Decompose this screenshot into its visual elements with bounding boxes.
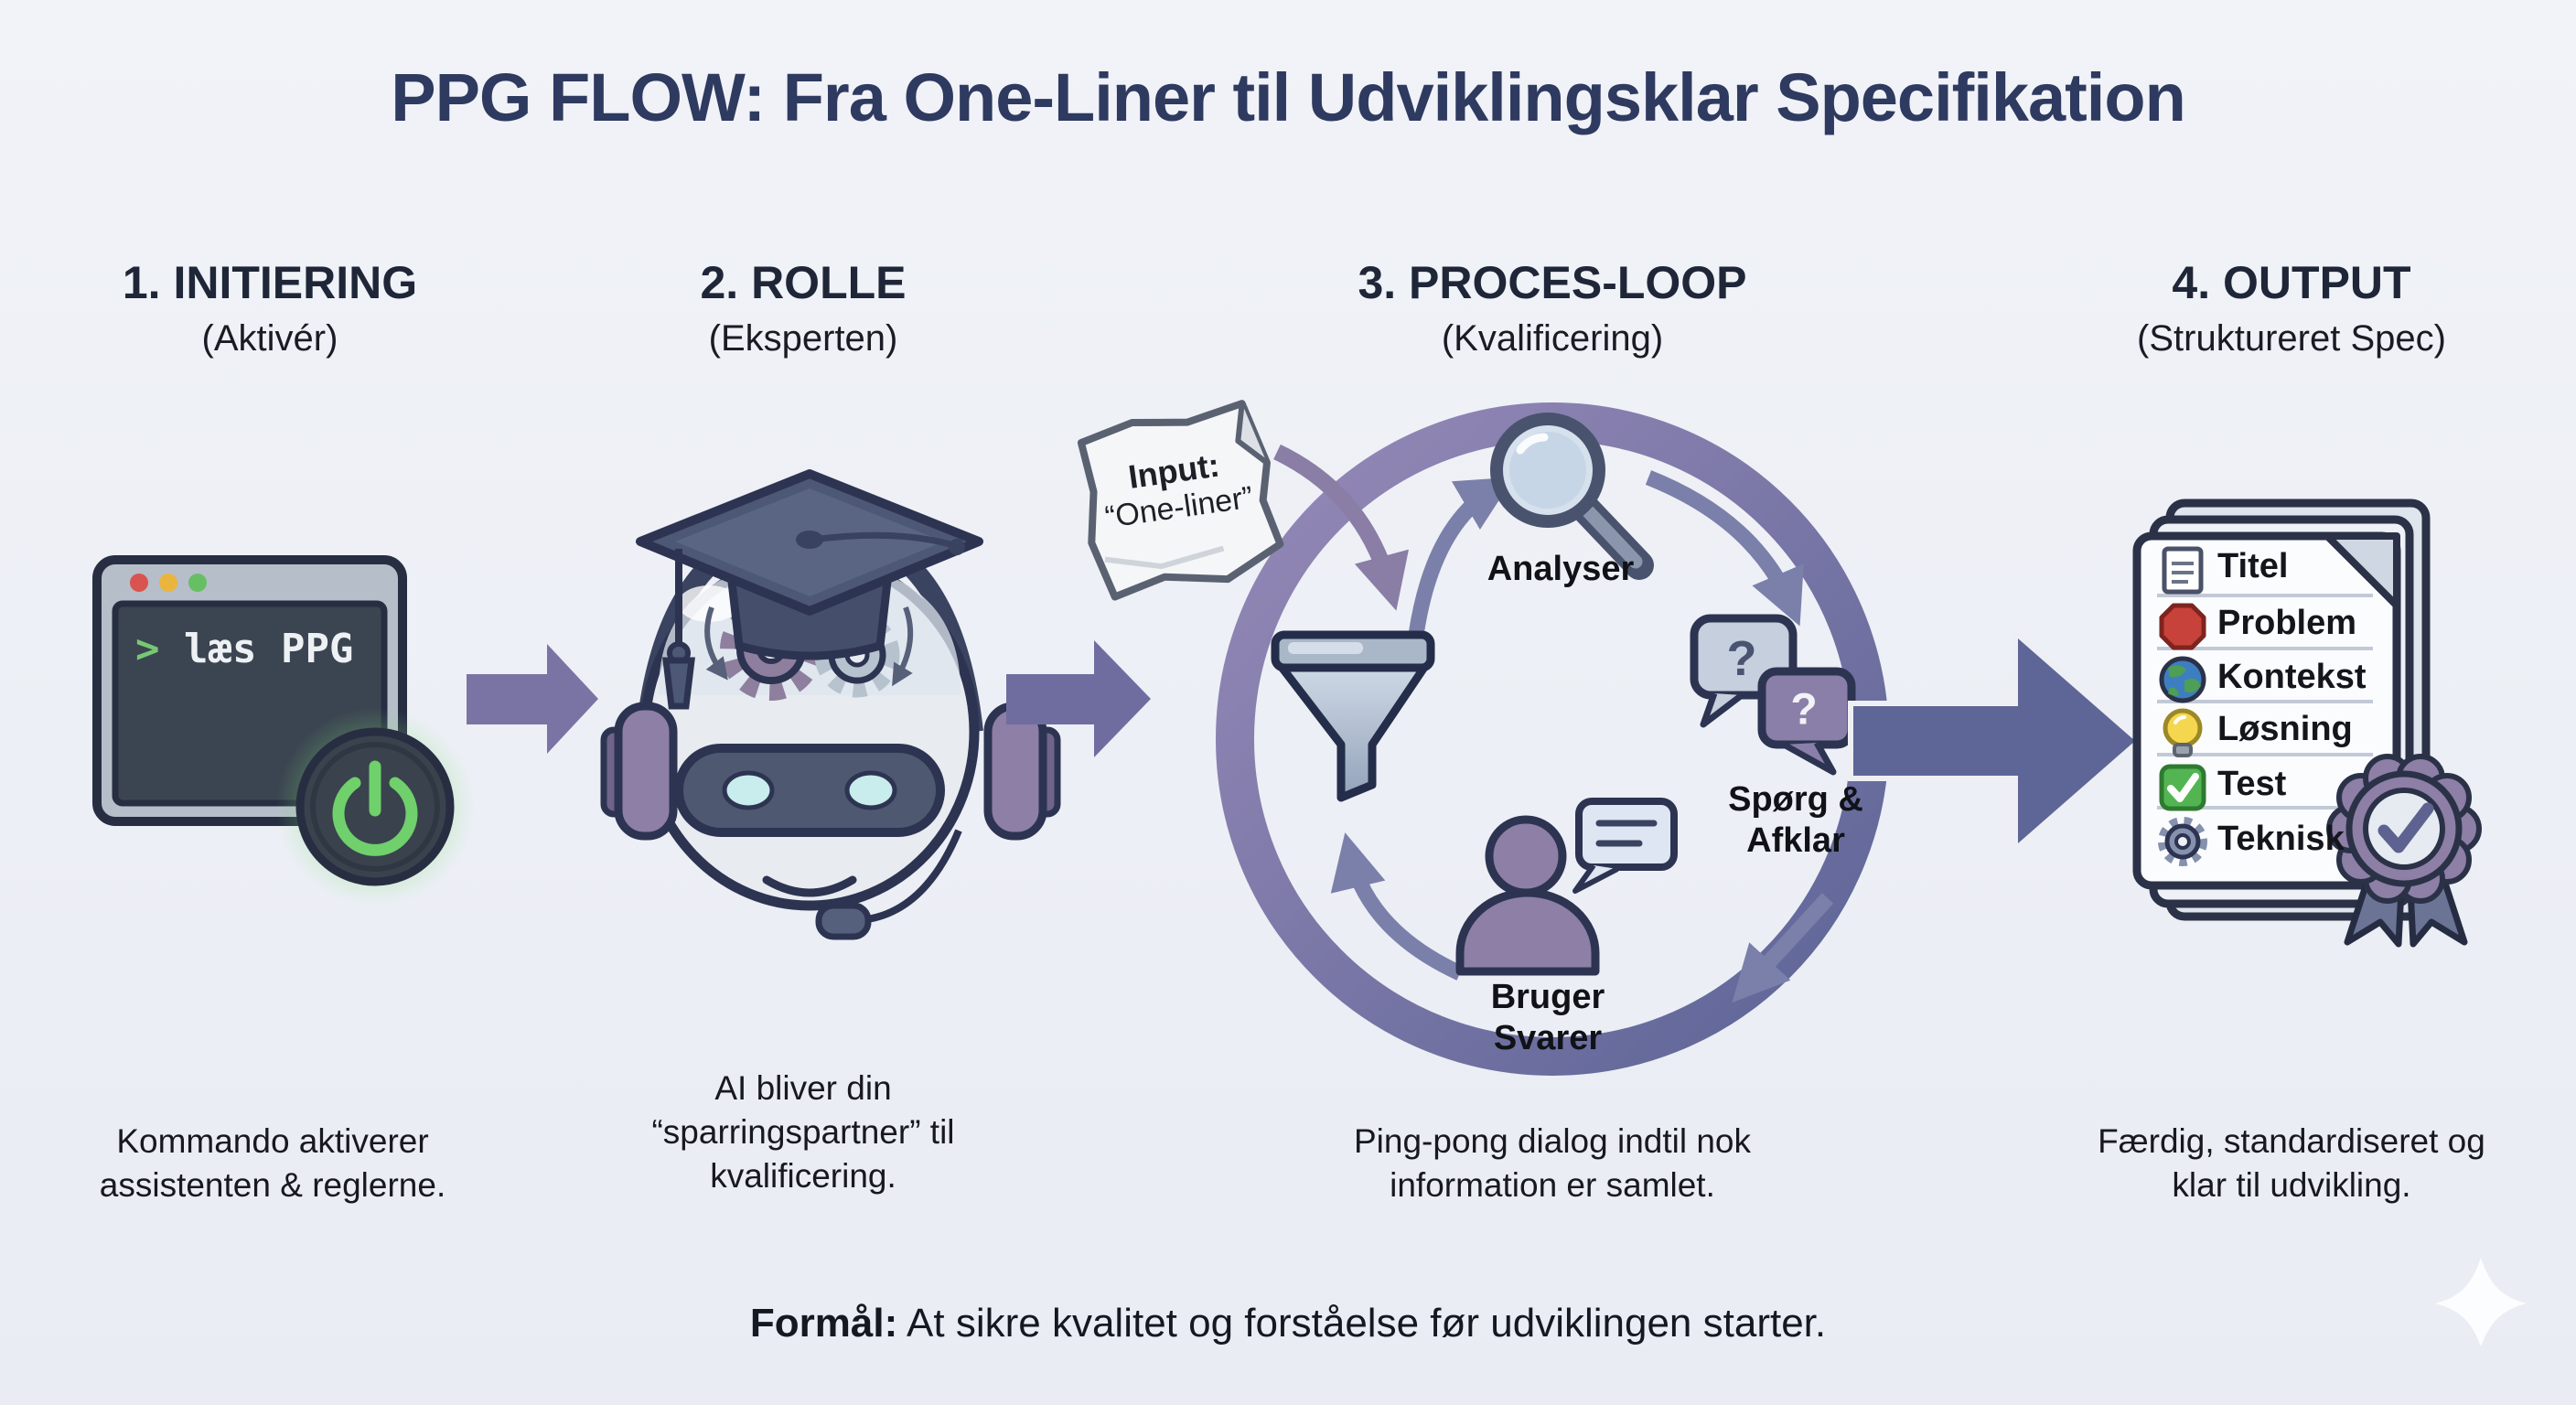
document-stack [2132, 499, 2431, 921]
document-icon [2162, 546, 2204, 595]
loop-step-bruger-svarer: Bruger Svarer [1490, 978, 1605, 1057]
section-subheading-output: (Struktureret Spec) [2137, 318, 2446, 359]
headphone-left-icon [614, 702, 678, 841]
dog-ear-icon [2324, 532, 2400, 609]
green-dot-icon [188, 574, 207, 592]
section-heading-initiering: 1. INITIERING [122, 257, 418, 308]
mic-boom [859, 829, 962, 924]
arrow-right-exit [1848, 626, 2144, 856]
check-icon [2159, 764, 2206, 811]
funnel-icon [1271, 630, 1435, 802]
question-mark-1: ? [1726, 631, 1757, 686]
headphone-right-icon [983, 702, 1047, 841]
caption-proces-loop: Ping-pong dialog indtil nok information … [1353, 1122, 1752, 1205]
stop-icon [2159, 603, 2206, 650]
mic-icon [815, 902, 872, 940]
terminal-command: > læs PPG [135, 626, 353, 672]
section-subheading-rolle: (Eksperten) [708, 318, 898, 359]
caption-initiering: Kommando aktiverer assistenten & reglern… [99, 1122, 446, 1205]
section-subheading-proces-loop: (Kvalificering) [1441, 318, 1664, 359]
chat-bubble-icon [1575, 798, 1678, 871]
doc-item-test: Test [2217, 765, 2287, 803]
section-heading-output: 4. OUTPUT [2172, 257, 2411, 308]
input-note-icon [1077, 400, 1284, 601]
tassel-icon [662, 657, 695, 710]
doc-item-titel: Titel [2217, 547, 2289, 585]
terminal-command-text: læs PPG [159, 626, 354, 672]
loop-step-analyser: Analyser [1487, 550, 1635, 588]
sparkle-icon [2435, 1258, 2527, 1346]
lightbulb-icon [2163, 708, 2203, 757]
terminal-prompt: > [135, 626, 160, 672]
yellow-dot-icon [159, 574, 177, 592]
doc-item-problem: Problem [2217, 604, 2357, 642]
caption-output: Færdig, standardiseret og klar til udvik… [2098, 1122, 2485, 1205]
page-title: PPG FLOW: Fra One-Liner til Udviklingskl… [391, 59, 2186, 135]
red-dot-icon [130, 574, 148, 592]
globe-icon [2159, 656, 2206, 703]
purpose-label: Formål: [749, 1301, 898, 1346]
section-heading-proces-loop: 3. PROCES-LOOP [1358, 257, 1747, 308]
loop-inner-arrows [1330, 470, 1834, 1003]
doc-item-kontekst: Kontekst [2217, 658, 2367, 696]
gear-icon [2158, 817, 2207, 866]
user-chat-icon [1455, 798, 1678, 976]
input-arrow [1273, 444, 1409, 611]
purpose-statement: Formål: At sikre kvalitet og forståelse … [750, 1301, 1826, 1346]
loop-step-sporg-afklar: Spørg & Afklar [1728, 780, 1863, 860]
section-subheading-initiering: (Aktivér) [201, 318, 338, 359]
purpose-text: At sikre kvalitet og forståelse før udvi… [897, 1301, 1827, 1346]
question-bubbles-icon [1690, 614, 1856, 776]
magnifier-icon [1490, 413, 1654, 580]
section-heading-rolle: 2. ROLLE [700, 257, 907, 308]
award-badge-icon [2326, 754, 2482, 948]
power-button-icon [276, 708, 474, 906]
robot-visor [674, 744, 945, 837]
question-mark-2: ? [1790, 685, 1818, 735]
graduation-cap-icon [636, 469, 983, 710]
arrow-right-2 [1006, 640, 1151, 757]
caption-rolle: AI bliver din “sparringspartner” til kva… [651, 1069, 955, 1196]
arrow-right-1 [467, 644, 598, 754]
doc-item-losning: Løsning [2217, 710, 2353, 748]
robot-icon [600, 469, 1061, 940]
doc-item-teknisk: Teknisk [2217, 820, 2345, 858]
